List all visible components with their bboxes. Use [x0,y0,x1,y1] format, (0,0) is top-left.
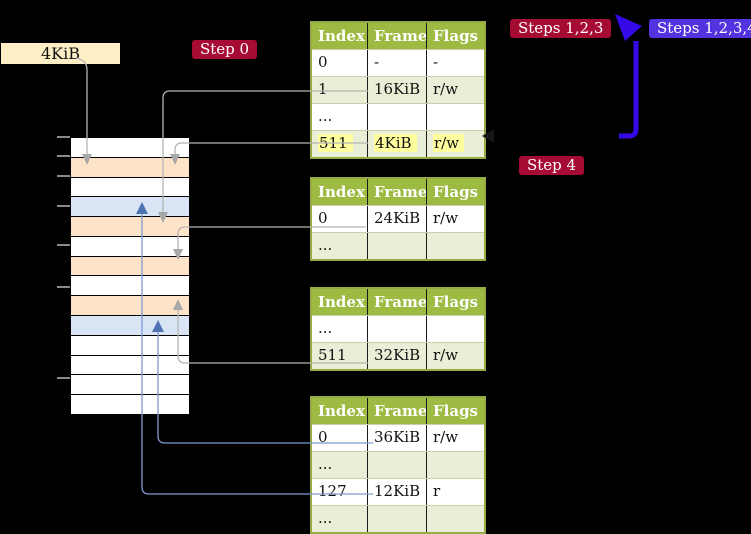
table-row: ... [312,451,484,478]
memory-frame-row [71,256,189,277]
step4-label: Step 4 [527,156,577,174]
recursive-loop-arrow-shaft [619,41,639,139]
memory-frame-row [71,316,189,336]
address-tick [57,155,70,157]
steps1234-label: Steps 1,2,3,4 [657,19,751,37]
table-row: 127 12KiB r [312,478,484,505]
table-row: 0 - - [312,49,484,76]
page-table-bottom: Index Frame Flags 0 36KiB r/w ... 127 12… [310,396,486,534]
table-row: ... [312,315,484,342]
memory-frame-row [71,197,189,218]
address-tick [57,286,70,288]
address-tick [57,244,70,246]
memory-frame-row [71,395,189,414]
frame-address-label: 4KiB [40,44,80,63]
page-table-top: Index Frame Flags 0 - - 1 16KiB r/w ... … [310,21,486,159]
table-row: ... [312,103,484,130]
header-frame: Frame [368,289,427,315]
address-tick [57,205,70,207]
memory-frame-row [71,138,189,158]
header-frame: Frame [368,398,427,424]
table-row: 0 24KiB r/w [312,205,484,232]
step0-label: Step 0 [200,40,250,58]
header-index: Index [312,289,368,315]
memory-frame-row [71,157,189,178]
memory-frame-row [71,296,189,317]
table-row: ... [312,232,484,259]
steps123-label: Steps 1,2,3 [518,19,604,37]
steps123-badge: Steps 1,2,3 [510,19,612,38]
table-header-row: Index Frame Flags [312,179,484,205]
memory-frame-row [71,276,189,297]
memory-frame-row [71,375,189,396]
address-tick [57,136,70,138]
step4-badge: Step 4 [519,156,585,175]
header-flags: Flags [433,27,478,45]
header-index: Index [312,179,368,205]
address-tick [57,377,70,379]
header-index: Index [312,398,368,424]
memory-frame-row [71,236,189,257]
memory-frame-row [71,217,189,237]
page-table-third: Index Frame Flags ... 511 32KiB r/w [310,287,486,371]
address-tick [57,175,70,177]
memory-frame-row [71,355,189,376]
table-header-row: Index Frame Flags [312,398,484,424]
table-row: 0 36KiB r/w [312,424,484,451]
header-flags: Flags [433,402,478,420]
table-row: 511 32KiB r/w [312,342,484,369]
frame-address-box: 4KiB [1,43,120,64]
memory-stack [70,137,190,415]
header-frame: Frame [368,23,427,49]
table-header-row: Index Frame Flags [312,23,484,49]
table-row-recursive: 511 4KiB r/w [312,130,484,157]
step0-badge: Step 0 [192,40,258,59]
table-row: 1 16KiB r/w [312,76,484,103]
memory-frame-row [71,335,189,356]
header-index: Index [312,23,368,49]
arrow-up-left-icon [615,14,642,41]
table-header-row: Index Frame Flags [312,289,484,315]
header-flags: Flags [433,183,478,201]
header-flags: Flags [433,293,478,311]
steps1234-badge: Steps 1,2,3,4 [649,19,751,38]
header-frame: Frame [368,179,427,205]
page-table-second: Index Frame Flags 0 24KiB r/w ... [310,177,486,261]
memory-frame-row [71,177,189,198]
